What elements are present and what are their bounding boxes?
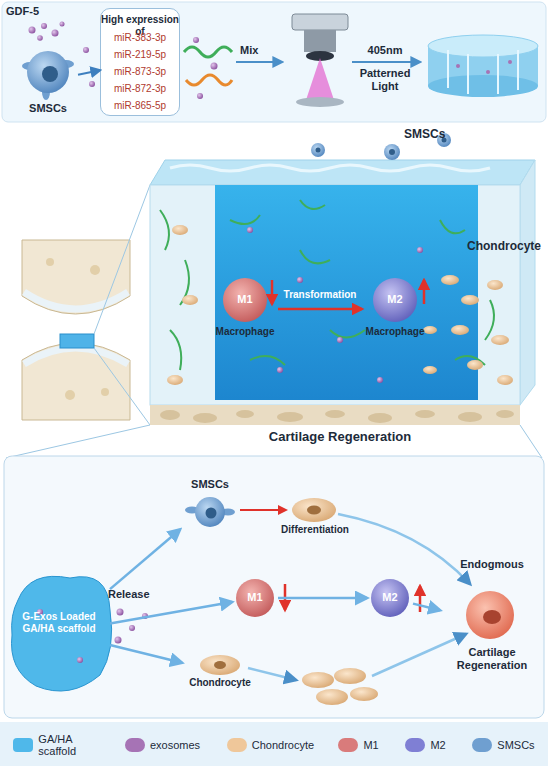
zoom-line xyxy=(520,425,542,458)
cell-node: Chondrocyte xyxy=(182,652,258,692)
connector-arrow xyxy=(413,604,440,611)
macrophage-node: M2 xyxy=(367,575,413,621)
macrophage-cells xyxy=(236,579,420,617)
legend-swatch xyxy=(472,738,492,752)
node-text: Endogmous xyxy=(440,558,544,571)
legend-swatch xyxy=(405,738,425,752)
mix-arrow xyxy=(236,61,282,63)
legend-swatch xyxy=(125,738,145,752)
node-text: Macrophage xyxy=(362,326,428,338)
smsc-cell-top xyxy=(22,51,74,100)
legend-item: M1 xyxy=(338,738,378,752)
mirna-strand xyxy=(186,75,232,85)
connector-arrow xyxy=(110,530,180,590)
node-text: G-Exos Loaded GA/HA scaffold xyxy=(8,611,110,634)
mirna-strand xyxy=(184,47,232,57)
legend-text: Chondrocyte xyxy=(252,739,312,751)
node-text: Cartilage Regeneration xyxy=(440,646,544,671)
node-text: miR-873-3p xyxy=(101,66,179,78)
legend-item: exosomes xyxy=(125,738,200,752)
mirna-box: High expression ofmiR-383-3pmiR-219-5pmi… xyxy=(100,8,180,116)
legend-item: M2 xyxy=(405,738,445,752)
connector-arrow xyxy=(278,597,367,600)
legend-text: SMSCs xyxy=(497,739,534,751)
scaffold-blob xyxy=(12,576,112,691)
joint-illustration xyxy=(22,240,130,420)
node-text: miR-383-3p xyxy=(101,32,179,44)
text-label: SMSCs xyxy=(404,128,454,142)
scaffold-node: G-Exos Loaded GA/HA scaffold xyxy=(8,575,110,690)
zoom-line xyxy=(6,425,150,458)
text-label: GDF-5 xyxy=(6,5,56,18)
text-label: Chondrocyte xyxy=(462,240,546,254)
node-text: M2 xyxy=(362,293,428,306)
legend-swatch xyxy=(13,738,33,752)
bottom-panel xyxy=(4,456,544,718)
legend-item: Chondrocyte xyxy=(227,738,312,752)
connector-arrow xyxy=(278,308,362,311)
node-text: Macrophage xyxy=(212,326,278,338)
connector-arrow xyxy=(110,602,232,623)
flow-arrow xyxy=(338,514,470,584)
node-text: Chondrocyte xyxy=(182,677,258,689)
printed-hydrogel xyxy=(428,35,538,97)
legend-text: M2 xyxy=(430,739,445,751)
node-text: M1 xyxy=(232,591,278,604)
connector-arrow xyxy=(78,70,100,75)
macrophage-node: M1Macrophage xyxy=(212,276,278,342)
node-text: SMSCs xyxy=(18,102,78,115)
macrophage-node: M1 xyxy=(232,575,278,621)
node-text: M1 xyxy=(212,293,278,306)
node-text: SMSCs xyxy=(180,478,240,491)
legend: GA/HA scaffold exosomes Chondrocyte M1 M2 SMS… xyxy=(0,724,548,766)
node-text: M2 xyxy=(367,591,413,604)
legend-text: exosomes xyxy=(150,739,200,751)
node-text: miR-872-3p xyxy=(101,83,179,95)
regenerated-cell xyxy=(466,591,514,639)
legend-swatch xyxy=(338,738,358,752)
legend-band xyxy=(0,722,548,766)
differentiation-arrow xyxy=(240,509,286,511)
legend-text: M1 xyxy=(363,739,378,751)
flow-arrow xyxy=(372,634,466,676)
scaffold-block xyxy=(150,160,535,425)
legend-item: GA/HA scaffold xyxy=(13,733,98,757)
legend-item: SMSCs xyxy=(472,738,534,752)
regeneration-node: EndogmousCartilage Regeneration xyxy=(440,558,544,688)
legend-swatch xyxy=(227,738,247,752)
top-panel xyxy=(2,2,546,122)
text-label: Release xyxy=(108,588,158,601)
chondrocyte-cells xyxy=(167,225,513,385)
text-label: Patterned Light xyxy=(355,67,415,92)
smsc-cell-bottom xyxy=(185,497,235,527)
cell-node: SMSCs xyxy=(180,478,240,530)
text-label: Mix xyxy=(240,44,280,57)
zoom-line xyxy=(94,348,150,425)
edge-label: Transformation xyxy=(270,289,370,301)
text-label: Differentiation xyxy=(270,524,360,536)
collagen-fibers xyxy=(160,200,494,370)
connector-arrow xyxy=(110,645,182,663)
differentiated-cell xyxy=(292,498,336,522)
zoom-line xyxy=(94,185,150,334)
flow-arrow xyxy=(248,668,296,680)
text-label: Cartilage Regeneration xyxy=(230,430,450,445)
macrophage-node: M2Macrophage xyxy=(362,276,428,342)
node-text: miR-219-5p xyxy=(101,49,179,61)
node-text: miR-865-5p xyxy=(101,100,179,112)
legend-text: GA/HA scaffold xyxy=(38,733,98,757)
cell-node: SMSCs xyxy=(18,44,78,118)
printer-symbol xyxy=(292,14,348,107)
text-label: 405nm xyxy=(360,44,410,57)
light-arrow xyxy=(352,61,420,63)
gdf5-molecules xyxy=(29,22,65,41)
